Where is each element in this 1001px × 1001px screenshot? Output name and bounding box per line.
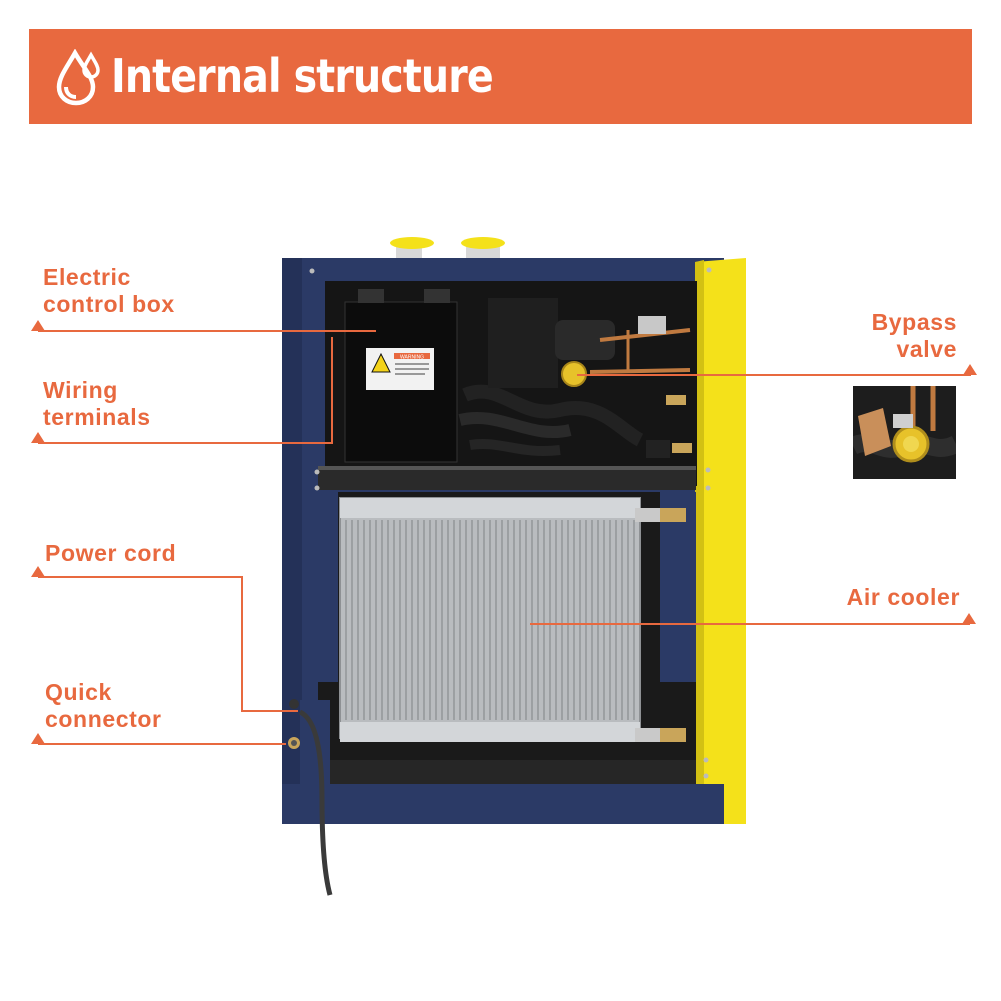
leader-power-cord [38,576,298,712]
label-quick-connector: Quick connector [45,679,162,733]
label-line: Air cooler [846,584,960,610]
water-drop-icon [56,49,100,106]
title-banner: Internal structure [29,29,972,124]
bypass-valve-closeup [853,386,956,479]
label-line: Quick [45,679,112,705]
label-line: valve [896,336,957,362]
label-wiring-terminals: Wiring terminals [43,377,151,431]
label-line: terminals [43,404,151,430]
label-line: Electric [43,264,131,290]
label-line: control box [43,291,175,317]
label-power-cord: Power cord [45,540,176,567]
label-bypass-valve: Bypass valve [872,309,957,363]
condenser-fins [345,520,635,720]
label-electric-control-box: Electric control box [43,264,175,318]
leader-lines [38,330,971,745]
label-line: Bypass [871,309,957,335]
refrigeration-piping [458,298,692,458]
label-air-cooler: Air cooler [847,584,960,611]
leader-wiring-terminals [38,337,333,444]
label-line: Power cord [45,540,177,566]
label-line: Wiring [43,377,118,403]
air-cooler-condenser [339,497,686,742]
electric-control-box: WARNING [344,289,458,463]
leader-arrowheads [31,320,977,744]
label-line: connector [45,706,162,732]
power-cord [298,709,333,896]
page-title: Internal structure [111,49,494,103]
warning-sign-text: WARNING [400,355,424,361]
